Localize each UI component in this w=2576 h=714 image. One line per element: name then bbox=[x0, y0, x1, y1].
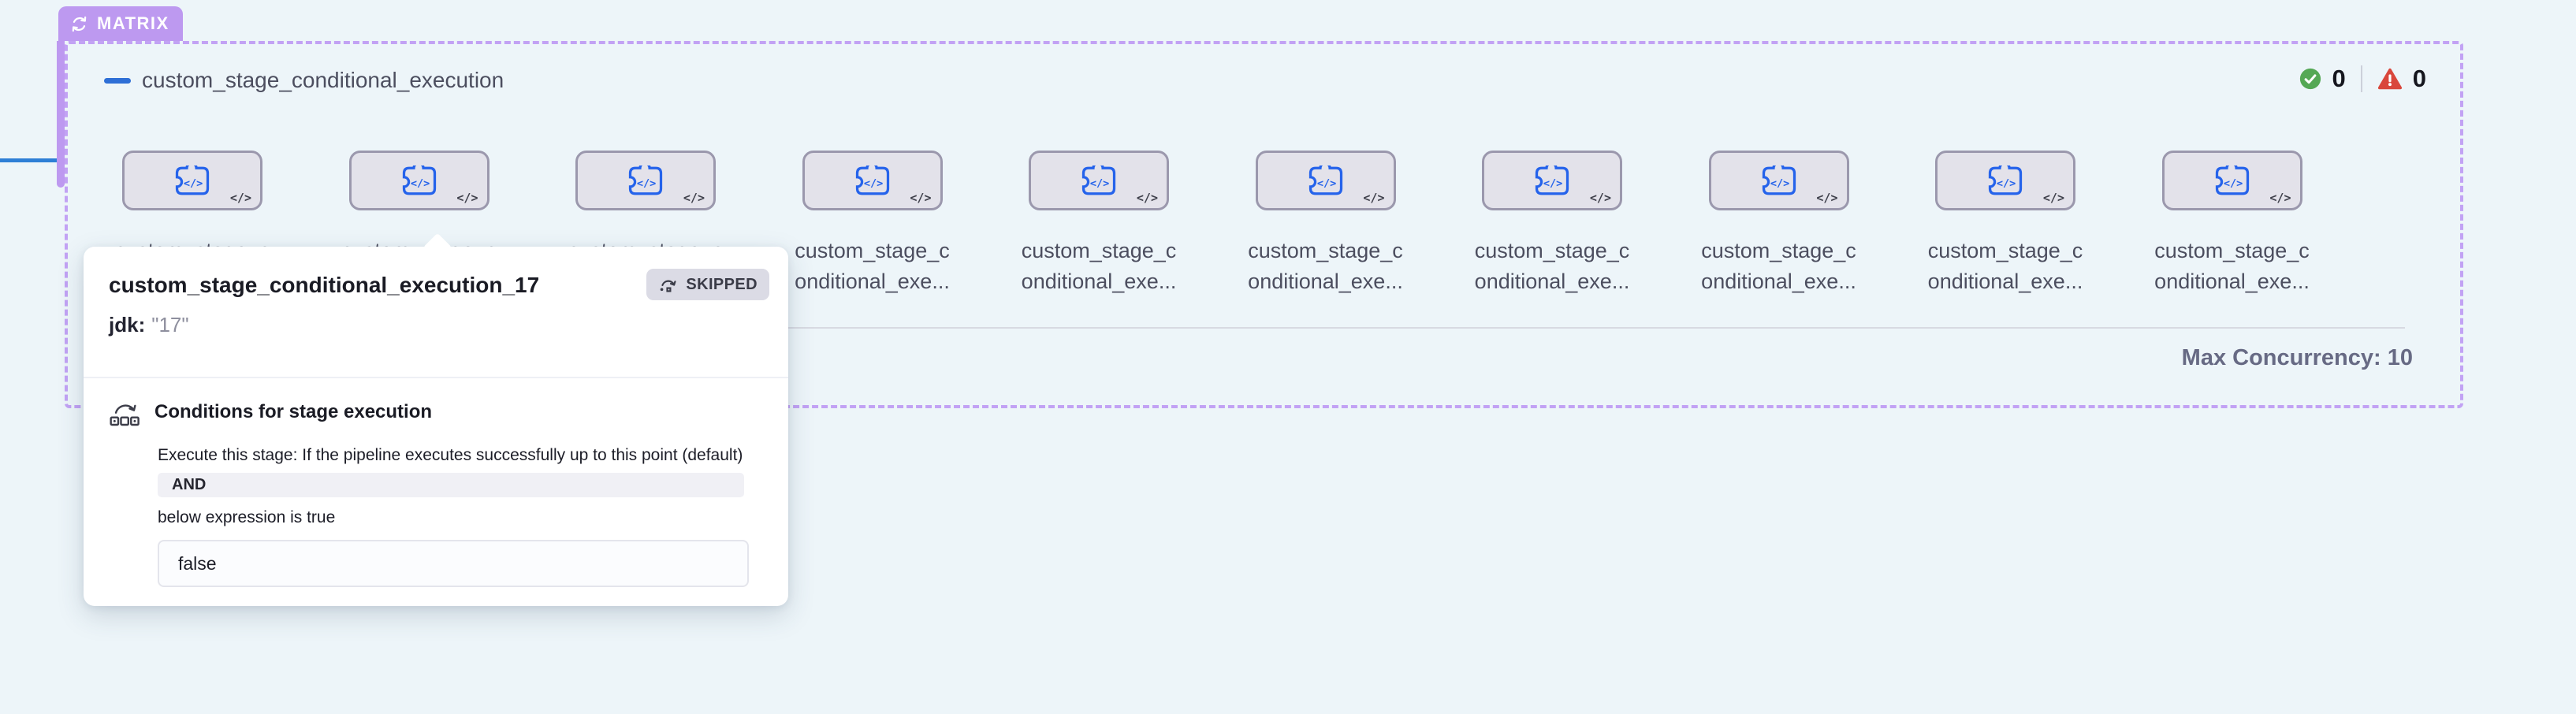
svg-text:</>: </> bbox=[1543, 177, 1562, 190]
custom-stage-icon: </> bbox=[1031, 153, 1167, 208]
matrix-footer-divider bbox=[123, 327, 2405, 329]
success-count: 0 bbox=[2332, 65, 2346, 92]
svg-text:</>: </> bbox=[410, 177, 429, 190]
stage-label: custom_stage_c onditional_exe... bbox=[2154, 239, 2310, 293]
stage-card[interactable]: </> </> bbox=[1029, 151, 1169, 210]
svg-text:</>: </> bbox=[1770, 177, 1789, 190]
conditions-heading: Conditions for stage execution bbox=[154, 401, 433, 422]
code-icon: </> bbox=[1589, 191, 1611, 205]
custom-stage-icon: </> bbox=[578, 153, 713, 208]
stage-card[interactable]: </> </> bbox=[575, 151, 716, 210]
stage-label: custom_stage_c onditional_exe... bbox=[1927, 239, 2083, 293]
svg-text:</>: </> bbox=[637, 177, 656, 190]
code-icon: </> bbox=[1816, 191, 1838, 205]
stage-label: custom_stage_c onditional_exe... bbox=[1701, 239, 1856, 293]
stage-card[interactable]: </> </> bbox=[802, 151, 943, 210]
matrix-badge: MATRIX bbox=[58, 6, 183, 41]
code-icon: </> bbox=[456, 191, 478, 205]
skip-icon bbox=[661, 280, 676, 292]
matrix-variable: jdk:"17" bbox=[109, 313, 189, 337]
svg-text:</>: </> bbox=[184, 177, 203, 190]
custom-stage-icon: </> bbox=[1258, 153, 1394, 208]
stage-name: custom_stage_conditional_execution_17 bbox=[109, 273, 540, 297]
stage-card[interactable]: </> </> bbox=[2161, 151, 2302, 210]
status-badge-label: SKIPPED bbox=[686, 275, 758, 293]
conditional-execution-icon bbox=[110, 404, 140, 426]
variable-key: jdk: bbox=[109, 313, 146, 337]
stage-card[interactable]: </> </> bbox=[1935, 151, 2075, 210]
matrix-badge-tail bbox=[57, 41, 65, 188]
matrix-group-container: custom_stage_conditional_execution 0 0 <… bbox=[65, 41, 2463, 408]
stage-label: custom_stage_c onditional_exe... bbox=[1474, 239, 1630, 293]
conditions-header: Conditions for stage execution bbox=[109, 396, 432, 428]
operator-field: AND bbox=[158, 473, 744, 497]
code-icon: </> bbox=[229, 191, 251, 205]
matrix-badge-label: MATRIX bbox=[97, 13, 169, 33]
custom-stage-icon: </> bbox=[2165, 153, 2300, 208]
stage-card[interactable]: </> </> bbox=[1482, 151, 1622, 210]
max-concurrency-label: Max Concurrency: 10 bbox=[2181, 345, 2413, 370]
svg-text:</>: </> bbox=[863, 177, 882, 190]
stage-card[interactable]: </> </> bbox=[348, 151, 490, 210]
stage-details-popover: custom_stage_conditional_execution_17 SK… bbox=[84, 232, 788, 606]
error-count: 0 bbox=[2412, 65, 2426, 92]
stage-card[interactable]: </> </> bbox=[122, 151, 262, 210]
conditions-subtext: below expression is true bbox=[158, 508, 336, 526]
stage-label: custom_stage_c onditional_exe... bbox=[1248, 239, 1403, 293]
stage-label: custom_stage_c onditional_exe... bbox=[1021, 239, 1177, 293]
code-icon: </> bbox=[910, 191, 932, 205]
svg-text:</>: </> bbox=[2223, 177, 2242, 190]
code-icon: </> bbox=[1363, 191, 1385, 205]
status-counts: 0 0 bbox=[2299, 65, 2426, 93]
popover-header: custom_stage_conditional_execution_17 SK… bbox=[109, 269, 769, 300]
popover-divider bbox=[84, 377, 788, 378]
status-divider bbox=[2360, 65, 2362, 92]
svg-text:</>: </> bbox=[1090, 177, 1109, 190]
stage-card[interactable]: </> </> bbox=[1708, 151, 1849, 210]
code-icon: </> bbox=[2269, 191, 2291, 205]
svg-text:</>: </> bbox=[1997, 177, 2016, 190]
error-warning-icon bbox=[2377, 68, 2402, 90]
code-icon: </> bbox=[2042, 191, 2064, 205]
custom-stage-icon: </> bbox=[1938, 153, 2073, 208]
loop-icon bbox=[72, 16, 87, 32]
custom-stage-icon: </> bbox=[805, 153, 940, 208]
custom-stage-icon: </> bbox=[1484, 153, 1620, 208]
conditions-description: Execute this stage: If the pipeline exec… bbox=[158, 446, 743, 464]
stage-label: custom_stage_c onditional_exe... bbox=[795, 239, 950, 293]
matrix-group-title: custom_stage_conditional_execution bbox=[142, 68, 504, 92]
variable-value: "17" bbox=[151, 313, 189, 337]
svg-text:</>: </> bbox=[1316, 177, 1335, 190]
expression-field: false bbox=[158, 540, 749, 587]
code-icon: </> bbox=[683, 191, 705, 205]
status-badge: SKIPPED bbox=[646, 269, 769, 300]
success-check-icon bbox=[2299, 68, 2321, 90]
pipeline-connector-line bbox=[0, 158, 65, 162]
stage-card[interactable]: </> </> bbox=[1255, 151, 1396, 210]
custom-stage-icon: </> bbox=[1711, 153, 1847, 208]
collapse-group-button[interactable] bbox=[104, 78, 131, 84]
custom-stage-icon: </> bbox=[352, 153, 487, 208]
code-icon: </> bbox=[1136, 191, 1158, 205]
custom-stage-icon: </> bbox=[125, 153, 260, 208]
